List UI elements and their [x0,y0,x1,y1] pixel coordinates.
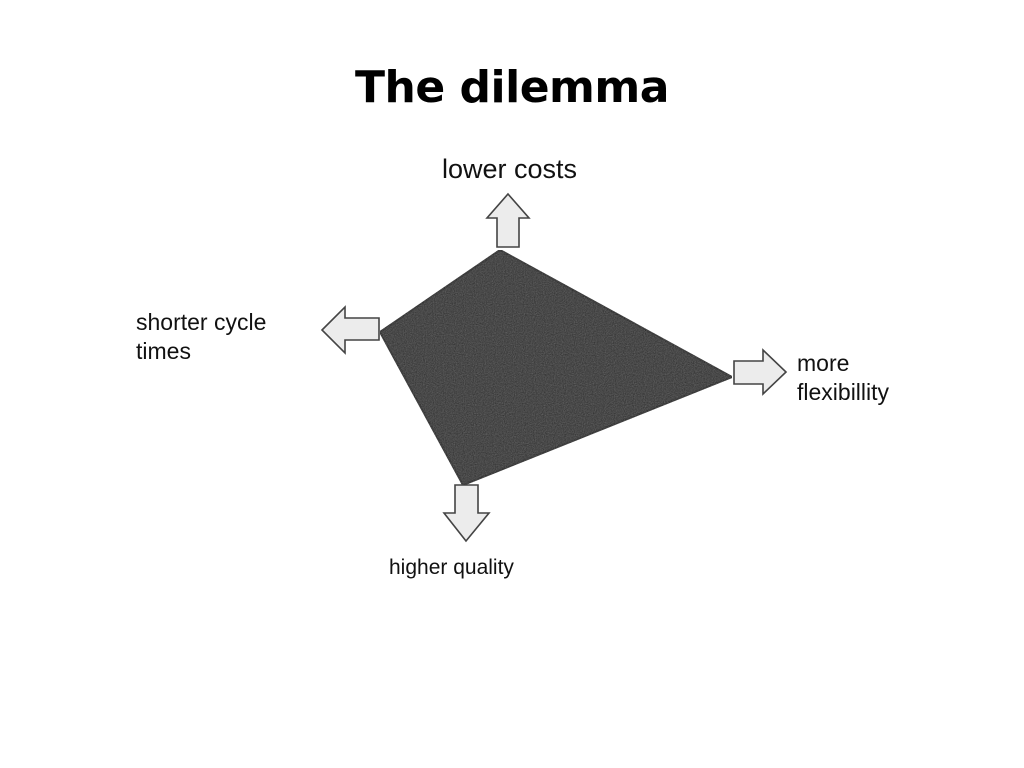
goal-label-shorter-cycle-times: shorter cycle times [136,309,267,365]
arrow-left-icon [320,305,380,355]
arrow-down-icon [442,484,491,543]
goal-label-more-flexibility: more flexibillity [797,350,890,406]
dilemma-quadrilateral [378,248,735,487]
goal-label-higher-quality: higher quality [389,556,514,579]
arrow-right-icon [733,348,788,396]
slide-title: The dilemma [355,62,669,113]
arrow-up-icon [485,192,531,248]
goal-label-lower-costs: lower costs [442,154,578,184]
